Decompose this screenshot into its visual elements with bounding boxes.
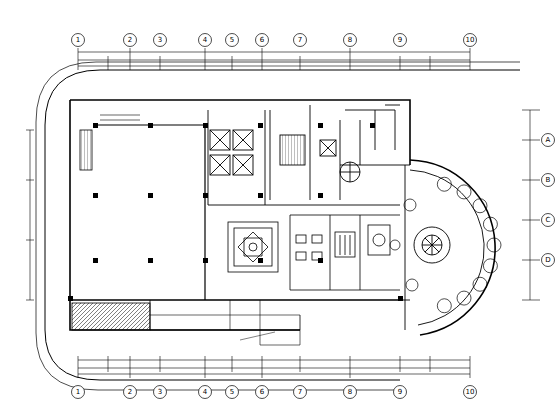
axis-number: 3: [158, 37, 162, 44]
axis-bubble: [394, 34, 407, 47]
dining-table: [437, 177, 451, 191]
axis-bubble: [464, 386, 477, 399]
axis-number: 8: [348, 389, 352, 396]
axis-number: 4: [203, 389, 207, 396]
axis-number: A: [546, 137, 551, 144]
axis-number: 3: [158, 389, 162, 396]
axis-number: 10: [466, 389, 475, 396]
axis-bubble: [72, 386, 85, 399]
axis-bubble: [226, 386, 239, 399]
axis-number: 5: [230, 389, 234, 396]
dining-table: [473, 199, 487, 213]
axis-bubble: [226, 34, 239, 47]
axis-number: B: [546, 177, 551, 184]
axis-number: 1: [76, 37, 80, 44]
axis-number: C: [546, 217, 551, 224]
dining-table: [457, 291, 471, 305]
axis-bubble: [256, 34, 269, 47]
dining-table: [473, 277, 487, 291]
axis-number: 1: [76, 389, 80, 396]
axis-bubble: [199, 34, 212, 47]
axis-number: 10: [466, 37, 475, 44]
axis-bubble: [256, 386, 269, 399]
axis-bubble: [72, 34, 85, 47]
axis-number: 2: [128, 389, 132, 396]
axis-bubble: [464, 34, 477, 47]
axis-bubble: [344, 34, 357, 47]
axis-number: 2: [128, 37, 132, 44]
dining-table: [457, 185, 471, 199]
axis-number: 6: [260, 37, 264, 44]
axis-number: 4: [203, 37, 207, 44]
axis-bubble: [294, 34, 307, 47]
axis-bubble: [124, 386, 137, 399]
axis-number: 9: [398, 389, 402, 396]
axis-number: 7: [298, 37, 302, 44]
dining-table: [437, 299, 451, 313]
axis-number: D: [545, 257, 550, 264]
axis-bubble: [542, 174, 555, 187]
dining-table: [487, 238, 501, 252]
axis-number: 9: [398, 37, 402, 44]
dining-table: [483, 217, 497, 231]
axis-number: 5: [230, 37, 234, 44]
dining-table: [390, 240, 400, 250]
axis-bubble: [294, 386, 307, 399]
dining-table: [483, 259, 497, 273]
axis-bubble: [124, 34, 137, 47]
axis-bubble: [542, 254, 555, 267]
dining-table: [406, 279, 418, 291]
axis-bubble: [344, 386, 357, 399]
axis-bubble: [394, 386, 407, 399]
axis-bubble: [199, 386, 212, 399]
dining-table: [404, 199, 416, 211]
axis-bubble: [154, 386, 167, 399]
axis-bubble: [542, 134, 555, 147]
axis-bubble: [154, 34, 167, 47]
axis-bubble: [542, 214, 555, 227]
axis-number: 7: [298, 389, 302, 396]
axis-number: 8: [348, 37, 352, 44]
axis-number: 6: [260, 389, 264, 396]
